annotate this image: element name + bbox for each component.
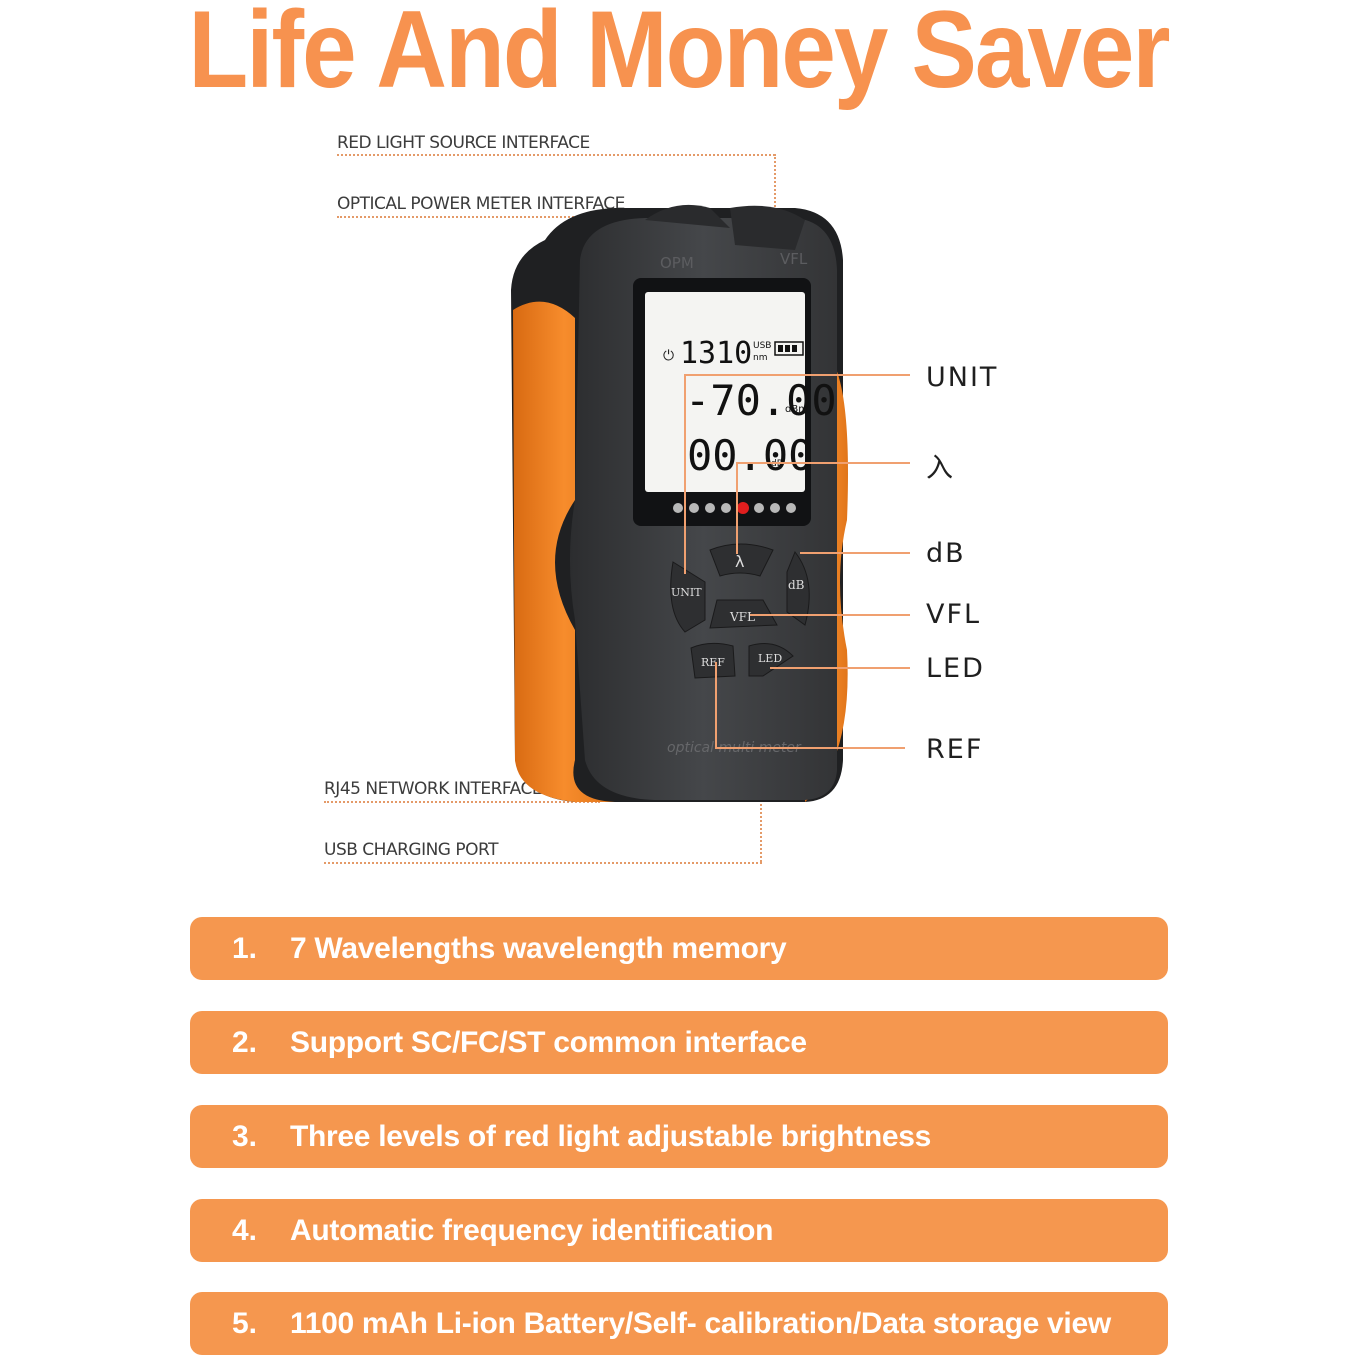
lcd-power-unit: dBm (785, 404, 808, 415)
lambda-button-label: λ (735, 552, 744, 571)
led-button-label: LED (758, 652, 782, 665)
feature-text: Automatic frequency identification (290, 1214, 774, 1247)
lcd-usb-tag: USB (753, 341, 771, 351)
callout-vline-lambda (736, 462, 738, 554)
callout-db: dB (926, 538, 966, 569)
callout-vline-ref (715, 662, 717, 748)
callout-vfl: VFL (926, 599, 982, 630)
lcd-loss-unit: dB (771, 459, 783, 469)
callout-lambda: 入 (926, 453, 955, 484)
battery-icon (774, 341, 804, 356)
callout-line-vfl (750, 614, 910, 616)
feature-text: Three levels of red light adjustable bri… (290, 1120, 932, 1153)
ref-button[interactable] (690, 642, 736, 679)
leader-rj45 (324, 801, 600, 803)
leader-red-light (337, 154, 775, 156)
vfl-button[interactable] (709, 599, 778, 629)
feature-number: 4. (232, 1214, 258, 1247)
unit-button[interactable] (670, 561, 706, 633)
callout-line-led (770, 667, 910, 669)
callout-line-db (800, 552, 910, 554)
leader-opm (337, 216, 637, 218)
callout-ref: REF (926, 734, 984, 765)
optical-power-meter-device: OPM VFL ⏻ 1310 USB nm -70.00 dBm 00.00 d… (511, 204, 848, 802)
leader-red-light-vertical (774, 154, 776, 210)
feature-number: 1. (232, 932, 258, 965)
feature-text: 1100 mAh Li-ion Battery/Self- calibratio… (290, 1307, 1111, 1340)
feature-number: 2. (232, 1026, 258, 1059)
feature-text: 7 Wavelengths wavelength memory (290, 932, 787, 965)
label-usb-port: USB CHARGING PORT (324, 840, 498, 860)
power-icon: ⏻ (663, 348, 674, 364)
callout-unit: UNIT (926, 362, 999, 393)
lcd-wavelength: 1310 (680, 336, 752, 371)
lambda-button[interactable] (709, 543, 774, 577)
leader-usb (324, 862, 762, 864)
callout-led: LED (926, 653, 985, 684)
callout-line-unit (684, 374, 910, 376)
label-red-light-interface: RED LIGHT SOURCE INTERFACE (337, 133, 590, 153)
label-opm-interface: OPTICAL POWER METER INTERFACE (337, 194, 625, 214)
headline: Life And Money Saver (188, 0, 1170, 111)
wavelength-indicator-dots (673, 502, 796, 514)
callout-line-lambda (736, 462, 910, 464)
feature-bar-3: 3. Three levels of red light adjustable … (190, 1105, 1168, 1168)
led-button[interactable] (748, 643, 794, 677)
callout-vline-unit (684, 374, 686, 574)
feature-bar-4: 4. Automatic frequency identification (190, 1199, 1168, 1262)
leader-usb-vertical (760, 800, 762, 862)
feature-bar-1: 1. 7 Wavelengths wavelength memory (190, 917, 1168, 980)
db-button[interactable] (786, 551, 810, 626)
db-button-label: dB (788, 578, 805, 592)
feature-number: 3. (232, 1120, 258, 1153)
feature-bar-2: 2. Support SC/FC/ST common interface (190, 1011, 1168, 1074)
feature-bar-5: 5. 1100 mAh Li-ion Battery/Self- calibra… (190, 1292, 1168, 1355)
feature-number: 5. (232, 1307, 258, 1340)
port-label-vfl: VFL (780, 250, 808, 268)
ref-button-label: REF (701, 656, 725, 669)
label-rj45-interface: RJ45 NETWORK INTERFACE (324, 779, 543, 799)
vfl-button-label: VFL (729, 610, 755, 624)
lcd-power-value: -70.00 (685, 376, 837, 425)
feature-text: Support SC/FC/ST common interface (290, 1026, 807, 1059)
unit-button-label: UNIT (671, 586, 702, 599)
lcd-loss-value: 00.00 (687, 431, 813, 480)
callout-line-ref (715, 747, 905, 749)
port-label-opm: OPM (660, 254, 694, 272)
lcd-nm: nm (753, 353, 767, 363)
